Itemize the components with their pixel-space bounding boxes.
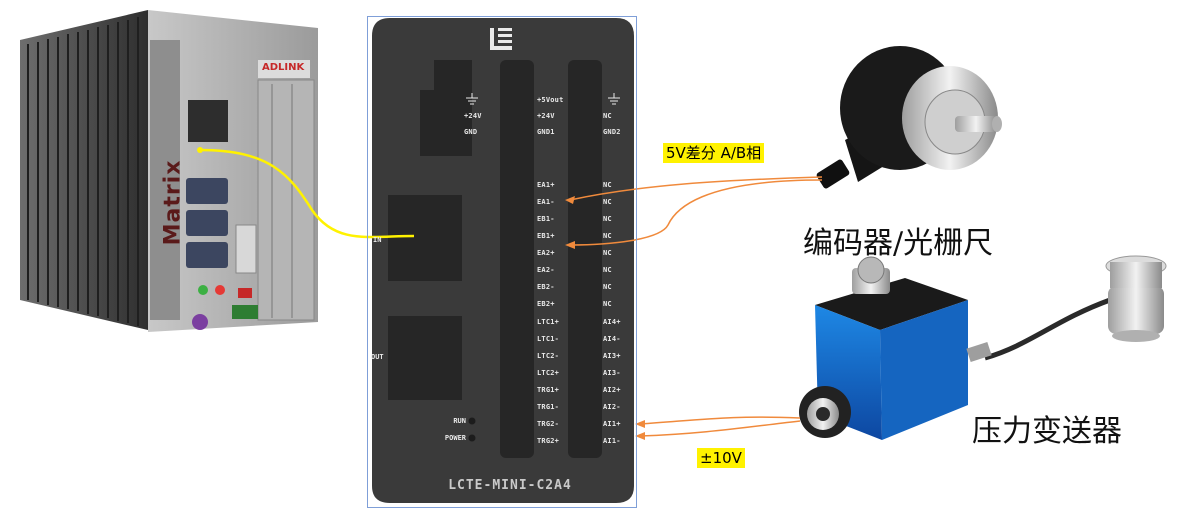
encoder-shaft [955,116,997,132]
pressure-caption: 压力变送器 [972,414,1122,449]
encoder-signal-callout: 5V差分 A/B相 [663,143,765,163]
signal-pin-label: NC [603,198,612,206]
in-port-label: IN [373,236,382,244]
pc-vendor-logo: ADLINK [262,62,305,73]
signal-pin-label: LTC2- [537,352,560,360]
power-pin-label: GND2 [603,128,621,136]
pc-dvi-port [235,224,257,274]
pc-lan-ports [188,100,228,142]
pressure-transmitter [799,255,1167,440]
pc-com-port-3 [186,242,228,268]
signal-pin-label: EB1+ [537,232,555,240]
signal-pin-label: EA2- [537,266,555,274]
signal-pin-label: TRG2+ [537,437,560,445]
pc-com-port-1 [186,178,228,204]
signal-pin-label: AI1- [603,437,621,445]
signal-pin-label: TRG1+ [537,386,560,394]
pressure-sensor-head [1108,286,1164,334]
module-model-label: LCTE-MINI-C2A4 [448,478,572,493]
power-pin-label: +5Vout [537,96,564,104]
signal-pin-label: EA2+ [537,249,555,257]
ground-icon [608,93,620,105]
signal-pin-label: EB1- [537,215,555,223]
power-pin-label: +24V [537,112,555,120]
signal-pin-label: EB2- [537,283,555,291]
pc-vendor-plate [258,60,310,78]
signal-pin-label: NC [603,181,612,189]
analog-wire-arrows [635,420,645,440]
power-pin-label: GND [464,128,478,136]
pc-fins [27,17,139,326]
signal-pin-label: AI1+ [603,420,621,428]
run-led [468,417,476,425]
signal-pin-label: TRG2- [537,420,560,428]
signal-pin-label: AI3- [603,369,621,377]
power-led-label: POWER [444,434,466,442]
run-led-label: RUN [453,417,466,425]
signal-pin-label: NC [603,249,612,257]
signal-pin-label: LTC2+ [537,369,560,377]
out-port [388,316,462,400]
power-terminal-block [420,60,472,156]
signal-pin-label: AI2+ [603,386,621,394]
power-pin-label: +24V [464,112,482,120]
pc-ps2-port [192,314,208,330]
transmitter-cable [984,297,1111,361]
power-pin-label: NC [603,112,612,120]
module-frame [367,16,637,508]
module-logo-icon [490,28,512,50]
signal-pin-label: AI2- [603,403,621,411]
pc-heatsink [20,10,148,330]
signal-pin-label: NC [603,300,612,308]
encoder-wire-arrows [565,196,575,249]
signal-pin-label: EA1- [537,198,555,206]
signal-pin-label: AI4- [603,335,621,343]
signal-pin-label: TRG1- [537,403,560,411]
pc-com-port-2 [186,210,228,236]
lcte-module [372,18,634,503]
signal-pin-label: AI4+ [603,318,621,326]
industrial-pc [20,10,318,332]
signal-pin-label: NC [603,283,612,291]
terminal-strip-right [568,60,602,458]
pc-audio-jack [198,285,208,295]
signal-pin-label: NC [603,266,612,274]
encoder-wires [569,176,823,246]
signal-pin-label: LTC1+ [537,318,560,326]
encoder [816,46,1002,189]
analog-signal-callout: ±10V [697,448,745,468]
terminal-strip-left [500,60,534,458]
power-led [468,434,476,442]
pc-brand-label: Matrix [160,159,186,246]
signal-pin-label: EA1+ [537,181,555,189]
signal-pin-label: EB2+ [537,300,555,308]
pc-brand-strip [150,40,180,320]
transmitter-top [815,278,968,330]
ethernet-wire [199,148,415,239]
in-port [388,195,462,281]
signal-pin-label: NC [603,232,612,240]
signal-pin-label: NC [603,215,612,223]
analog-wires [639,416,801,437]
pc-power-terminal [232,305,258,319]
ground-icon [466,93,478,105]
encoder-caption: 编码器/光栅尺 [803,226,994,261]
out-port-label: OUT [371,353,384,361]
power-pin-label: GND1 [537,128,555,136]
signal-pin-label: LTC1- [537,335,560,343]
signal-pin-label: AI3+ [603,352,621,360]
